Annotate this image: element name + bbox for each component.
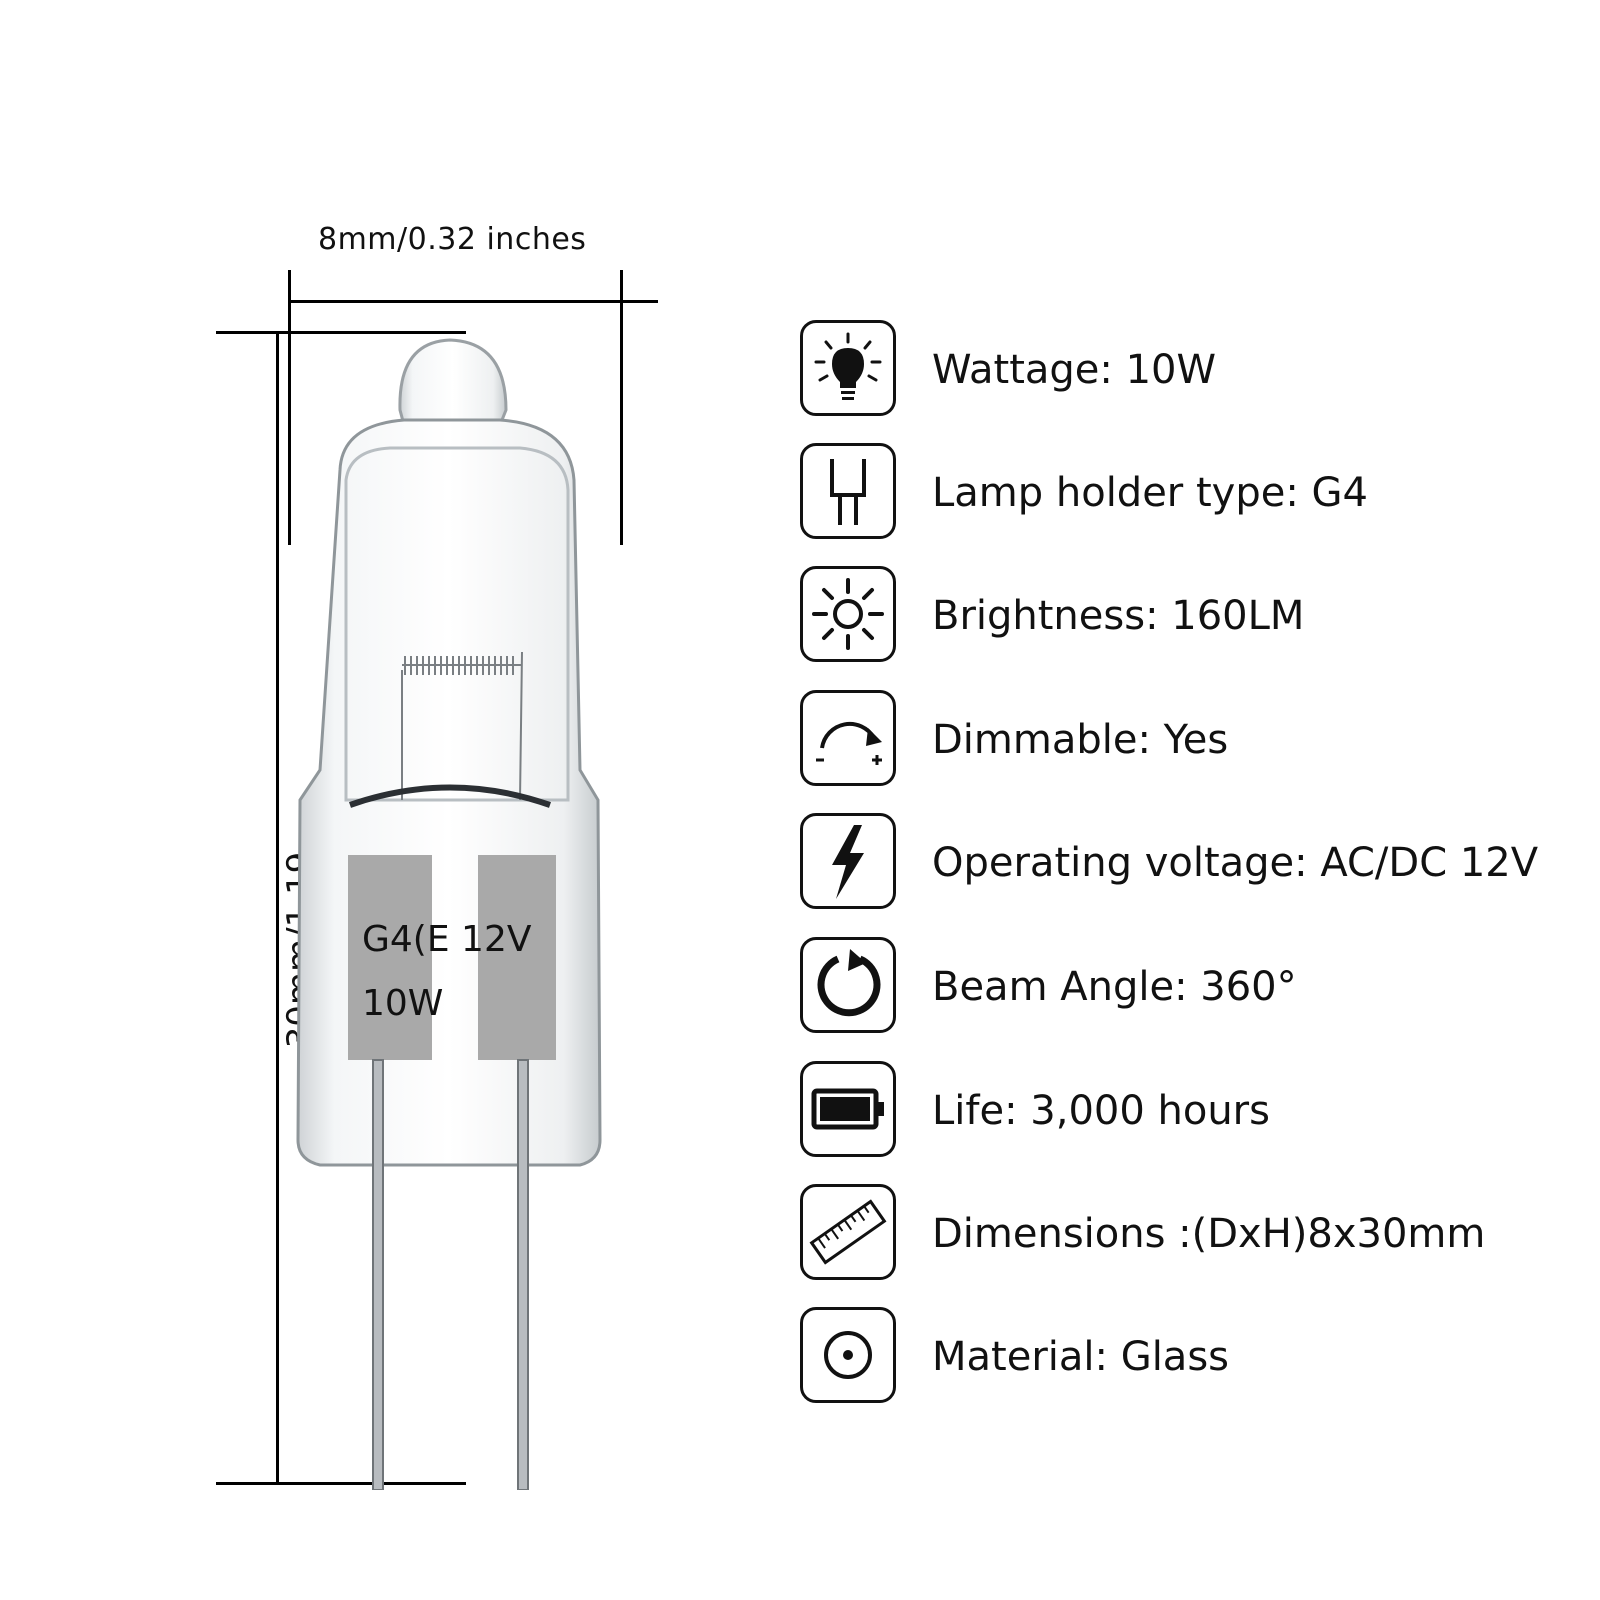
dimmer-icon — [800, 690, 896, 786]
height-tick-bottom — [216, 1482, 466, 1485]
battery-icon — [800, 1061, 896, 1157]
spec-row-beam-angle: Beam Angle: 360° — [800, 937, 1580, 1037]
spec-text: Dimensions :(DxH)8x30mm — [932, 1211, 1486, 1257]
spec-text: Dimmable: Yes — [932, 717, 1229, 763]
bulb-label-line1: G4(E 12V — [362, 919, 532, 960]
bulb-label-line2: 10W — [362, 983, 444, 1024]
spec-row-material: Material: Glass — [800, 1307, 1580, 1407]
lightning-icon — [800, 813, 896, 909]
spec-row-brightness: Brightness: 160LM — [800, 566, 1580, 666]
height-dimension-line — [276, 333, 279, 1483]
spec-row-voltage: Operating voltage: AC/DC 12V — [800, 813, 1580, 913]
spec-text: Operating voltage: AC/DC 12V — [932, 840, 1539, 886]
g4-bulb-image — [296, 338, 602, 1490]
spec-row-lamp-holder: Lamp holder type: G4 — [800, 443, 1580, 543]
spec-text: Material: Glass — [932, 1334, 1229, 1380]
sun-icon — [800, 566, 896, 662]
bulb-icon — [800, 320, 896, 416]
spec-row-dimmable: Dimmable: Yes — [800, 690, 1580, 790]
width-tick-right — [620, 270, 623, 545]
bulb-print-label: G4(E 12V 10W — [362, 908, 531, 1036]
width-tick-left — [288, 270, 291, 545]
spec-text: Wattage: 10W — [932, 347, 1217, 393]
target-icon — [800, 1307, 896, 1403]
spec-row-dimensions: Dimensions :(DxH)8x30mm — [800, 1184, 1580, 1284]
g4-pin-icon — [800, 443, 896, 539]
spec-row-life: Life: 3,000 hours — [800, 1061, 1580, 1161]
width-dimension-line — [288, 300, 658, 303]
ruler-icon — [800, 1184, 896, 1280]
spec-row-wattage: Wattage: 10W — [800, 320, 1580, 420]
spec-text: Beam Angle: 360° — [932, 964, 1297, 1010]
spec-text: Life: 3,000 hours — [932, 1088, 1270, 1134]
spec-text: Brightness: 160LM — [932, 593, 1305, 639]
height-tick-top — [216, 331, 466, 334]
width-dimension-label: 8mm/0.32 inches — [318, 222, 587, 257]
spec-text: Lamp holder type: G4 — [932, 470, 1368, 516]
rotate-icon — [800, 937, 896, 1033]
